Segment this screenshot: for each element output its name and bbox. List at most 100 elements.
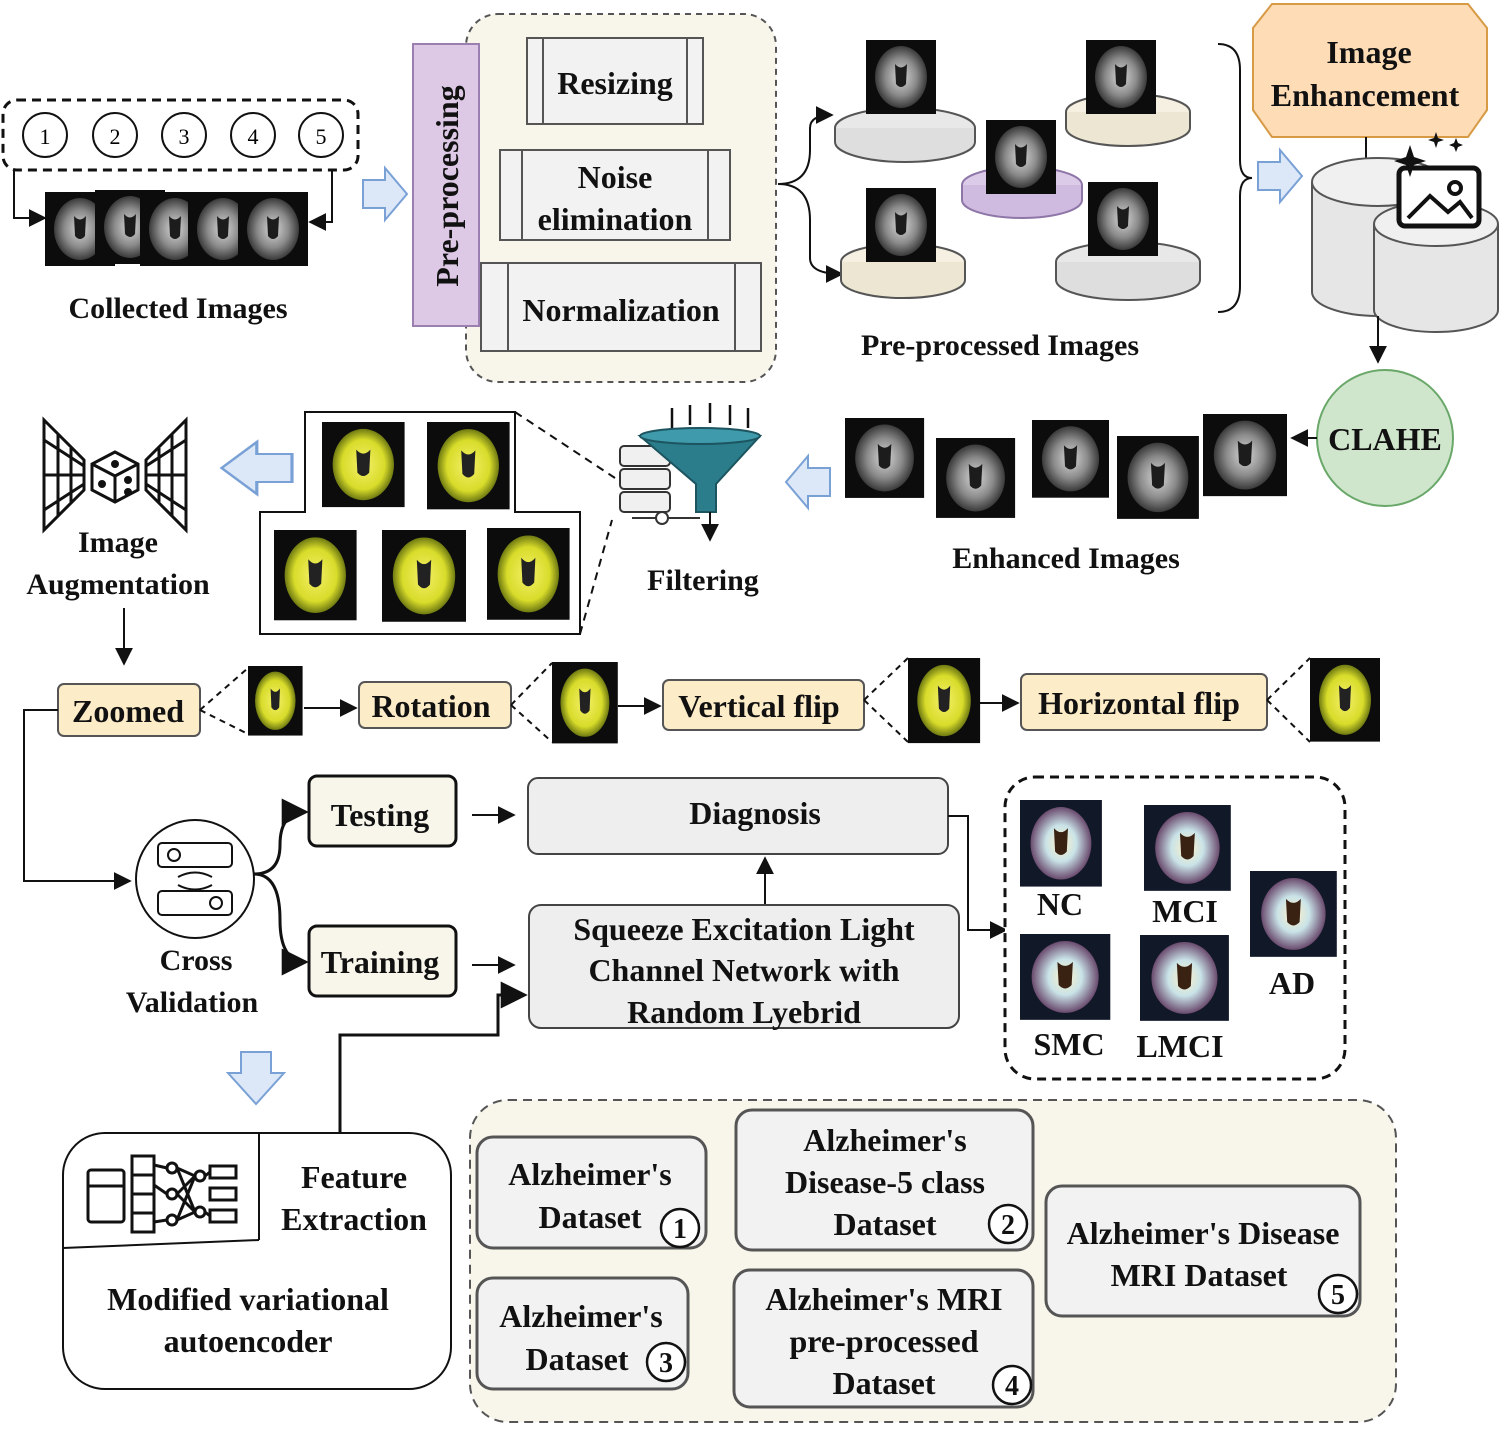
- dataset-4: Alzheimer's MRI pre-processed Dataset 4: [732, 1268, 1035, 1409]
- svg-text:5: 5: [1331, 1280, 1345, 1311]
- flow-arrow-down: [225, 1051, 287, 1106]
- neural-network-icon: [86, 1154, 238, 1234]
- diagnosis-box: Diagnosis: [527, 777, 949, 855]
- svg-text:Diagnosis: Diagnosis: [689, 795, 821, 831]
- svg-text:2: 2: [1001, 1210, 1015, 1241]
- clahe-label: CLAHE: [1328, 421, 1442, 457]
- image-sparkle-icon: [1394, 132, 1482, 229]
- resizing-label: Resizing: [557, 65, 673, 101]
- svg-text:Feature: Feature: [301, 1159, 407, 1195]
- svg-text:5: 5: [316, 124, 327, 149]
- collected-number-2: 2: [92, 112, 138, 158]
- svg-text:Extraction: Extraction: [281, 1201, 427, 1237]
- preprocessing-tab: [412, 43, 480, 327]
- svg-text:1: 1: [40, 124, 51, 149]
- svg-text:Channel Network with: Channel Network with: [588, 952, 899, 988]
- collected-numbers-frame: [1, 98, 360, 172]
- svg-text:Dataset: Dataset: [833, 1206, 936, 1242]
- collected-number-1: 1: [22, 112, 68, 158]
- collected-images-label: Collected Images: [68, 292, 287, 325]
- svg-text:Vertical flip: Vertical flip: [678, 688, 839, 724]
- flow-arrow-4: [220, 440, 294, 496]
- svg-text:Random Lyebrid: Random Lyebrid: [627, 994, 861, 1030]
- svg-text:MRI Dataset: MRI Dataset: [1111, 1257, 1288, 1293]
- grouping-brace: [1217, 43, 1253, 313]
- normalization-label: Normalization: [522, 292, 720, 328]
- dataset-1: Alzheimer's Dataset 1: [475, 1135, 708, 1250]
- collected-number-3: 3: [161, 112, 207, 158]
- svg-text:Dataset: Dataset: [525, 1341, 628, 1377]
- svg-text:LMCI: LMCI: [1136, 1028, 1223, 1064]
- feature-extraction-box: Feature Extraction Modified variational …: [62, 1132, 452, 1390]
- augment-step-zoomed: Zoomed: [57, 683, 201, 737]
- preprocessed-image-stack: [834, 40, 1201, 301]
- svg-text:MCI: MCI: [1152, 893, 1218, 929]
- svg-text:2: 2: [110, 124, 121, 149]
- svg-text:Testing: Testing: [331, 797, 429, 833]
- class-smc: SMC: [1020, 934, 1111, 1062]
- svg-text:Squeeze Excitation Light: Squeeze Excitation Light: [573, 911, 915, 947]
- testing-box: Testing: [307, 774, 458, 848]
- collected-image-strip: [45, 190, 308, 266]
- svg-text:3: 3: [179, 124, 190, 149]
- svg-text:3: 3: [659, 1348, 673, 1379]
- noise-label-line1: Noise: [578, 159, 653, 195]
- augment-step-vertical-flip: Vertical flip: [662, 679, 865, 731]
- filter-icon: [619, 403, 763, 542]
- flow-arrow-1: [362, 167, 408, 221]
- svg-text:pre-processed: pre-processed: [789, 1323, 978, 1359]
- svg-text:Horizontal flip: Horizontal flip: [1038, 685, 1240, 721]
- class-mci: MCI: [1144, 805, 1231, 929]
- augmentation-line1: Image: [78, 526, 158, 559]
- class-nc: NC: [1020, 800, 1102, 922]
- collected-number-5: 5: [298, 112, 344, 158]
- svg-text:Rotation: Rotation: [371, 688, 490, 724]
- preprocessed-images-label: Pre-processed Images: [861, 329, 1139, 362]
- enhancement-line1: Image: [1326, 34, 1411, 70]
- cross-validation-icon: [135, 819, 255, 939]
- preprocessing-title: Pre-processing: [429, 85, 465, 286]
- svg-text:Alzheimer's Disease: Alzheimer's Disease: [1067, 1215, 1340, 1251]
- resizing-step: Resizing: [526, 37, 704, 125]
- flow-arrow-2: [1257, 149, 1303, 203]
- noise-elimination-step: Noise elimination: [499, 149, 731, 241]
- svg-text:Training: Training: [321, 944, 440, 980]
- svg-text:Modified variational: Modified variational: [107, 1281, 389, 1317]
- augment-step-horizontal-flip: Horizontal flip: [1020, 673, 1268, 731]
- augmentation-line2: Augmentation: [26, 568, 210, 601]
- svg-text:NC: NC: [1037, 886, 1083, 922]
- svg-text:1: 1: [673, 1214, 687, 1245]
- augmentation-icon: [42, 416, 188, 534]
- filtering-label: Filtering: [647, 564, 759, 597]
- collected-number-4: 4: [230, 112, 276, 158]
- enhanced-images-label: Enhanced Images: [952, 542, 1180, 575]
- svg-text:4: 4: [248, 124, 259, 149]
- svg-text:Alzheimer's: Alzheimer's: [803, 1122, 967, 1158]
- class-lmci: LMCI: [1136, 935, 1229, 1064]
- svg-text:autoencoder: autoencoder: [164, 1323, 333, 1359]
- svg-text:SMC: SMC: [1033, 1026, 1104, 1062]
- model-box: Squeeze Excitation Light Channel Network…: [528, 904, 960, 1030]
- enhanced-image-strip: [845, 414, 1287, 519]
- class-ad: AD: [1250, 871, 1337, 1001]
- svg-text:AD: AD: [1269, 965, 1315, 1001]
- svg-text:Zoomed: Zoomed: [72, 693, 184, 729]
- svg-text:Alzheimer's: Alzheimer's: [508, 1156, 672, 1192]
- training-box: Training: [307, 924, 458, 998]
- cross-validation-line2: Validation: [126, 986, 259, 1019]
- augment-step-rotation: Rotation: [358, 681, 512, 729]
- dataset-3: Alzheimer's Dataset 3: [475, 1276, 690, 1391]
- svg-text:4: 4: [1005, 1371, 1019, 1402]
- svg-text:Dataset: Dataset: [538, 1199, 641, 1235]
- enhancement-line2: Enhancement: [1271, 77, 1460, 113]
- svg-text:Alzheimer's MRI: Alzheimer's MRI: [765, 1281, 1002, 1317]
- filtered-images-panel: [259, 411, 616, 635]
- enhancement-hexagon: [1252, 3, 1488, 138]
- dataset-2: Alzheimer's Disease-5 class Dataset 2: [734, 1108, 1035, 1252]
- svg-text:Dataset: Dataset: [832, 1365, 935, 1401]
- svg-text:Disease-5 class: Disease-5 class: [785, 1164, 985, 1200]
- flow-arrow-3: [785, 455, 831, 509]
- svg-text:Alzheimer's: Alzheimer's: [499, 1298, 663, 1334]
- noise-label-line2: elimination: [538, 201, 693, 237]
